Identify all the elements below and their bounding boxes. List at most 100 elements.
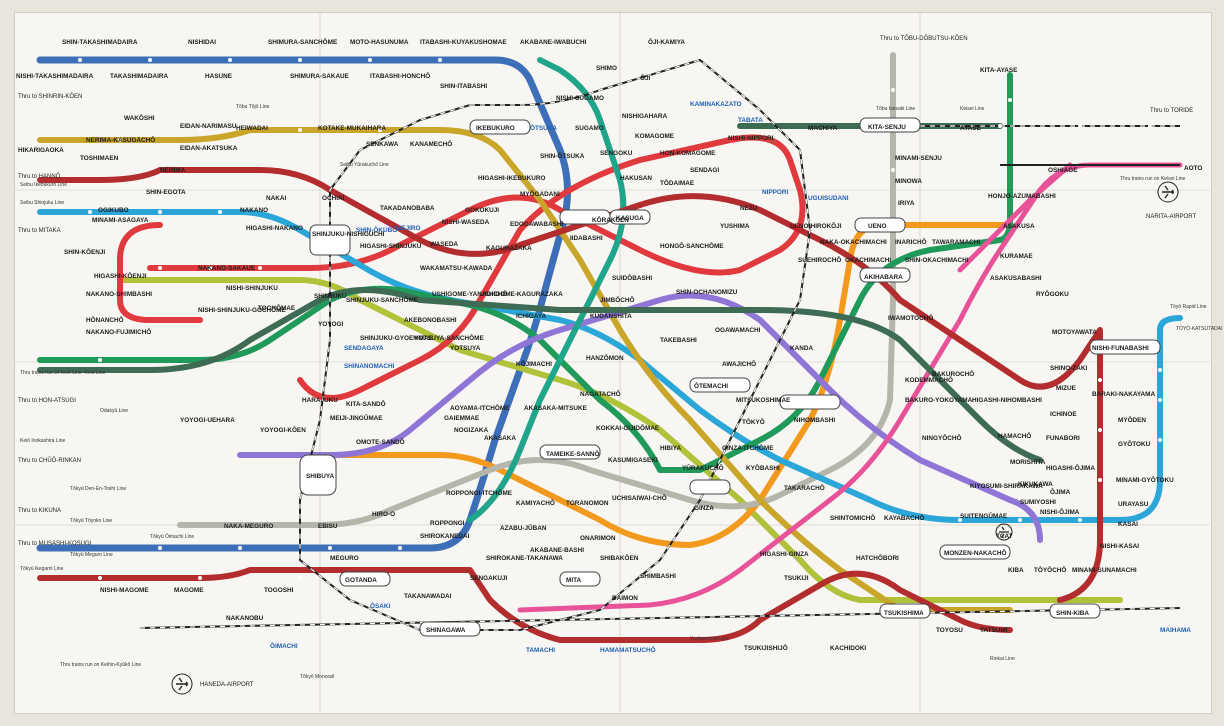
station-tatsumi[interactable]: TATSUMI: [980, 627, 1008, 634]
station-magome[interactable]: MAGOME: [174, 587, 204, 594]
station-meiji-jingumae[interactable]: MEIJI-JINGŪMAE: [330, 414, 383, 422]
station-nerima-kasugacho[interactable]: NERIMA-KASUGACHŌ: [86, 136, 155, 144]
station-ushigome-kagurazaka[interactable]: USHIGOME-KAGURAZAKA: [480, 291, 563, 298]
station-shimura-sanchome[interactable]: SHIMURA-SANCHŌME: [268, 38, 338, 46]
station-kojimachi[interactable]: KŌJIMACHI: [516, 360, 552, 368]
station-ichigaya[interactable]: ICHIGAYA: [516, 313, 546, 320]
station-asakusabashi[interactable]: ASAKUSABASHI: [990, 275, 1042, 282]
station-gaiemmae[interactable]: GAIEMMAE: [444, 415, 480, 422]
station-shimo[interactable]: SHIMO: [596, 65, 617, 72]
station-higashi-ikebukuro[interactable]: HIGASHI-IKEBUKURO: [478, 175, 545, 182]
station-machiya[interactable]: MACHIYA: [808, 125, 838, 132]
station-shirokanedai[interactable]: SHIROKANEDAI: [420, 533, 470, 540]
station-kasumigaseki[interactable]: KASUMIGASEKI: [608, 457, 658, 464]
station-otemachi[interactable]: ŌTEMACHI: [694, 382, 728, 390]
station-toranomon[interactable]: TORANOMON: [566, 500, 609, 507]
station-tawaramachi[interactable]: TAWARAMACHI: [932, 239, 980, 246]
station-tameike-sanno[interactable]: TAMEIKE-SANNŌ: [546, 450, 600, 458]
station-ochiai[interactable]: OCHIAI: [322, 195, 345, 202]
station-kudanshita[interactable]: KUDANSHITA: [590, 313, 632, 320]
station-wakoshi[interactable]: WAKŌSHI: [124, 114, 155, 122]
station-hiroo[interactable]: HIRO-O: [372, 511, 395, 518]
station-nishi-sugamo[interactable]: NISHI-SUGAMO: [556, 95, 604, 102]
station-akabane-iwabuchi[interactable]: AKABANE-IWABUCHI: [520, 39, 587, 46]
station-yurakucho[interactable]: YŪRAKUCHŌ: [682, 464, 724, 472]
station-motoyawata[interactable]: MOTOYAWATA: [1052, 329, 1097, 336]
station-onarimon[interactable]: ONARIMON: [580, 535, 616, 542]
station-oji[interactable]: ŌJI: [640, 74, 651, 82]
station-naka-meguro[interactable]: NAKA-MEGURO: [224, 523, 273, 530]
station-kuramae[interactable]: KURAMAE: [1000, 253, 1033, 260]
station-shibakoen[interactable]: SHIBAKŌEN: [600, 554, 639, 562]
station-hibiya[interactable]: HIBIYA: [660, 445, 681, 452]
station-naka-okachimachi[interactable]: NAKA-OKACHIMACHI: [820, 239, 887, 246]
station-honjo-azumabashi[interactable]: HONJO-AZUMABASHI: [988, 193, 1056, 200]
station-akebonobashi[interactable]: AKEBONOBASHI: [404, 317, 457, 324]
station-mejiro[interactable]: MEJIRO: [396, 225, 421, 232]
station-kotake-mukaihara[interactable]: KOTAKE-MUKAIHARA: [318, 125, 386, 132]
station-hasune[interactable]: HASUNE: [205, 73, 233, 80]
station-shin-okachimachi[interactable]: SHIN-OKACHIMACHI: [905, 257, 969, 264]
station-shin-koenji[interactable]: SHIN-KŌENJI: [64, 248, 105, 256]
station-ayase[interactable]: AYASE: [960, 125, 982, 132]
station-meguro[interactable]: MEGURO: [330, 555, 359, 562]
station-toyocho[interactable]: TŌYŌCHŌ: [1034, 566, 1066, 574]
station-shin-egota[interactable]: SHIN-EGOTA: [146, 189, 186, 196]
station-tabata[interactable]: TABATA: [738, 117, 763, 124]
station-kanda[interactable]: KANDA: [790, 345, 813, 352]
station-yotsuya[interactable]: YOTSUYA: [450, 345, 481, 352]
station-tsukijishijo[interactable]: TSUKIJISHIJŌ: [744, 644, 788, 652]
station-shibuya[interactable]: SHIBUYA: [306, 473, 335, 480]
station-waseda[interactable]: WASEDA: [430, 241, 458, 248]
station-sengakuji[interactable]: SENGAKUJI: [470, 575, 508, 582]
station-shin-takashimadaira[interactable]: SHIN-TAKASHIMADAIRA: [62, 39, 138, 46]
station-ginza[interactable]: GINZA: [694, 505, 714, 512]
station-monzen-nakacho[interactable]: MONZEN-NAKACHŌ: [944, 549, 1007, 557]
station-nishi-shinjuku-gochome[interactable]: NISHI-SHINJUKU-GOCHŌME: [198, 306, 286, 314]
station-sendagi[interactable]: SENDAGI: [690, 167, 719, 174]
station-omote-sando[interactable]: OMOTE-SANDŌ: [356, 438, 405, 446]
station-kanamecho[interactable]: KANAMECHŌ: [410, 140, 452, 148]
station-mizue[interactable]: MIZUE: [1056, 385, 1077, 392]
station-nishi-ojima[interactable]: NISHI-ŌJIMA: [1040, 508, 1080, 516]
station-nippori[interactable]: NIPPORI: [762, 189, 789, 196]
station-shin-otsuka[interactable]: SHIN-ŌTSUKA: [540, 152, 585, 160]
station-hakusan[interactable]: HAKUSAN: [620, 175, 652, 182]
station-shinozaki[interactable]: SHINO-ZAKI: [1050, 365, 1088, 372]
station-takashimadaira[interactable]: TAKASHIMADAIRA: [110, 73, 168, 80]
station-higashi-nihombashi[interactable]: HIGASHI-NIHOMBASHI: [972, 397, 1042, 404]
station-sengoku[interactable]: SENGOKU: [600, 150, 633, 157]
station-suidobashi[interactable]: SUIDŌBASHI: [612, 274, 652, 282]
station-edogawabashi[interactable]: EDOGAWABASHI: [510, 221, 563, 228]
station-tokyo[interactable]: TŌKYŌ: [742, 418, 765, 426]
station-gotanda[interactable]: GOTANDA: [345, 577, 377, 584]
station-oji-kamiya[interactable]: ŌJI-KAMIYA: [648, 38, 685, 46]
station-ryogoku[interactable]: RYŌGOKU: [1036, 290, 1069, 298]
station-shinjuku-nishiguchi[interactable]: SHINJUKU-NISHIGUCHI: [312, 231, 385, 238]
station-mita[interactable]: MITA: [566, 577, 582, 584]
station-sendagaya[interactable]: SENDAGAYA: [344, 345, 384, 352]
station-yushima[interactable]: YUSHIMA: [720, 223, 750, 230]
station-ojima[interactable]: ŌJIMA: [1050, 488, 1071, 496]
station-shin-ochanomizu[interactable]: SHIN-OCHANOMIZU: [676, 289, 738, 296]
station-kita-sando[interactable]: KITA-SANDŌ: [346, 400, 386, 408]
station-komagome[interactable]: KOMAGOME: [635, 133, 675, 140]
station-myogadani[interactable]: MYŌGADANI: [520, 190, 560, 198]
station-asakusa[interactable]: ASAKUSA: [1003, 223, 1035, 230]
station-nakano-fujimicho[interactable]: NAKANO-FUJIMICHŌ: [86, 328, 151, 336]
station-ginza-box[interactable]: [690, 480, 730, 494]
station-shimbashi[interactable]: SHIMBASHI: [640, 573, 676, 580]
station-nakano[interactable]: NAKANO: [240, 207, 268, 214]
station-bakuro-yokoyama[interactable]: BAKURO-YOKOYAMA: [905, 397, 973, 404]
station-nerima[interactable]: NERIMA: [160, 167, 186, 174]
station-iidabashi[interactable]: IIDABASHI: [570, 235, 603, 242]
station-shinjuku-box[interactable]: [310, 225, 350, 255]
station-iriya[interactable]: IRIYA: [898, 200, 915, 207]
station-nishi-waseda[interactable]: NISHI-WASEDA: [442, 219, 490, 226]
station-kamiyacho[interactable]: KAMIYACHŌ: [516, 499, 555, 507]
station-higashi-shinjuku[interactable]: HIGASHI-SHINJUKU: [360, 243, 422, 250]
station-kasai[interactable]: KASAI: [1118, 521, 1138, 528]
station-morishita[interactable]: MORISHITA: [1010, 459, 1046, 466]
station-nezu[interactable]: NEZU: [740, 205, 758, 212]
